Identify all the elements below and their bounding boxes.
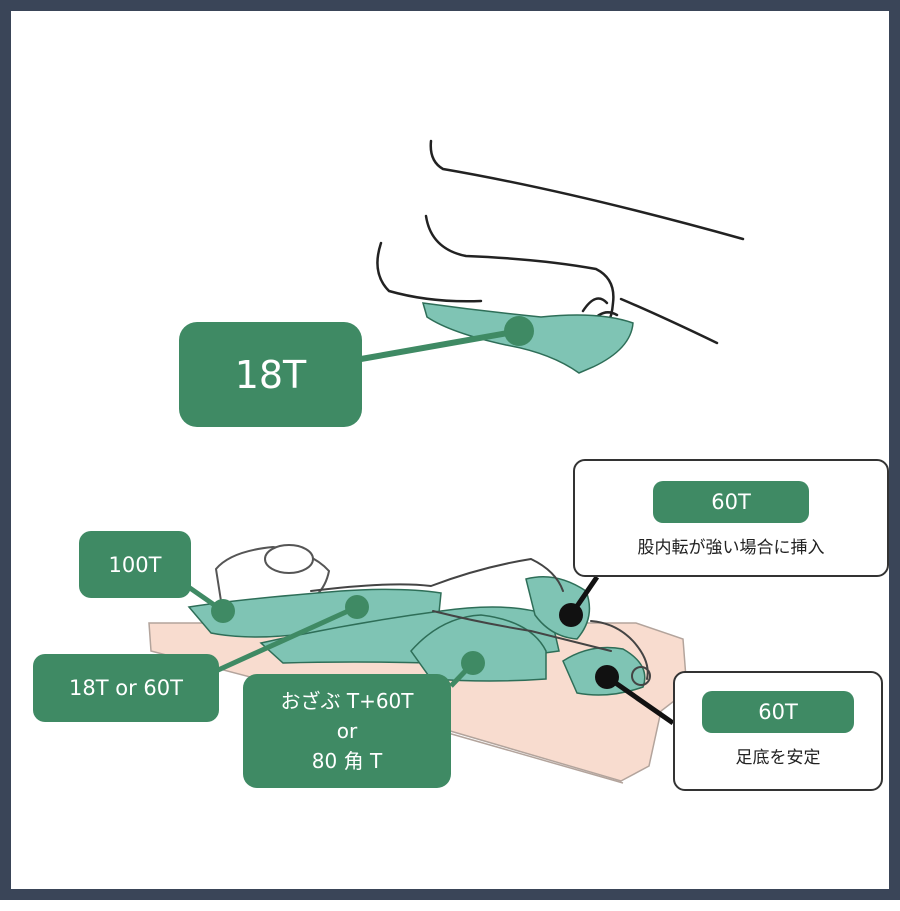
dot-foot xyxy=(595,665,619,689)
knee-option-line-3: 80 角 T xyxy=(311,749,383,773)
arm-underside-outline xyxy=(619,297,719,345)
callout-foot: 60T 足底を安定 xyxy=(673,671,883,791)
leader-foot xyxy=(605,674,675,726)
body-outline xyxy=(310,557,651,686)
knee-cushion xyxy=(410,614,547,682)
leader-arm xyxy=(360,328,520,362)
dot-knee xyxy=(461,651,485,675)
dot-hip xyxy=(559,603,583,627)
callout-foot-note: 足底を安定 xyxy=(735,748,821,768)
callout-foot-code: 60T xyxy=(702,691,854,733)
body-cushion-100t xyxy=(187,588,442,638)
dot-arm xyxy=(504,316,534,346)
knee-option-line-1: おざぶ T+60T xyxy=(280,689,414,713)
head xyxy=(264,544,314,574)
label-knee-options: おざぶ T+60T or 80 角 T xyxy=(243,674,451,788)
label-head-100t: 100T xyxy=(79,531,191,598)
callout-hip: 60T 股内転が強い場合に挿入 xyxy=(573,459,889,577)
callout-hip-code: 60T xyxy=(653,481,809,523)
label-leg-18t-or-60t: 18T or 60T xyxy=(33,654,219,722)
dot-leg xyxy=(345,595,369,619)
callout-hip-note: 股内転が強い場合に挿入 xyxy=(637,538,825,558)
lower-forearm-outline xyxy=(376,241,483,303)
leader-leg xyxy=(214,604,359,674)
label-arm-18t: 18T xyxy=(179,322,362,427)
upper-arm-outline xyxy=(429,139,745,241)
dot-100t xyxy=(211,599,235,623)
knee-option-line-2: or xyxy=(336,719,358,743)
